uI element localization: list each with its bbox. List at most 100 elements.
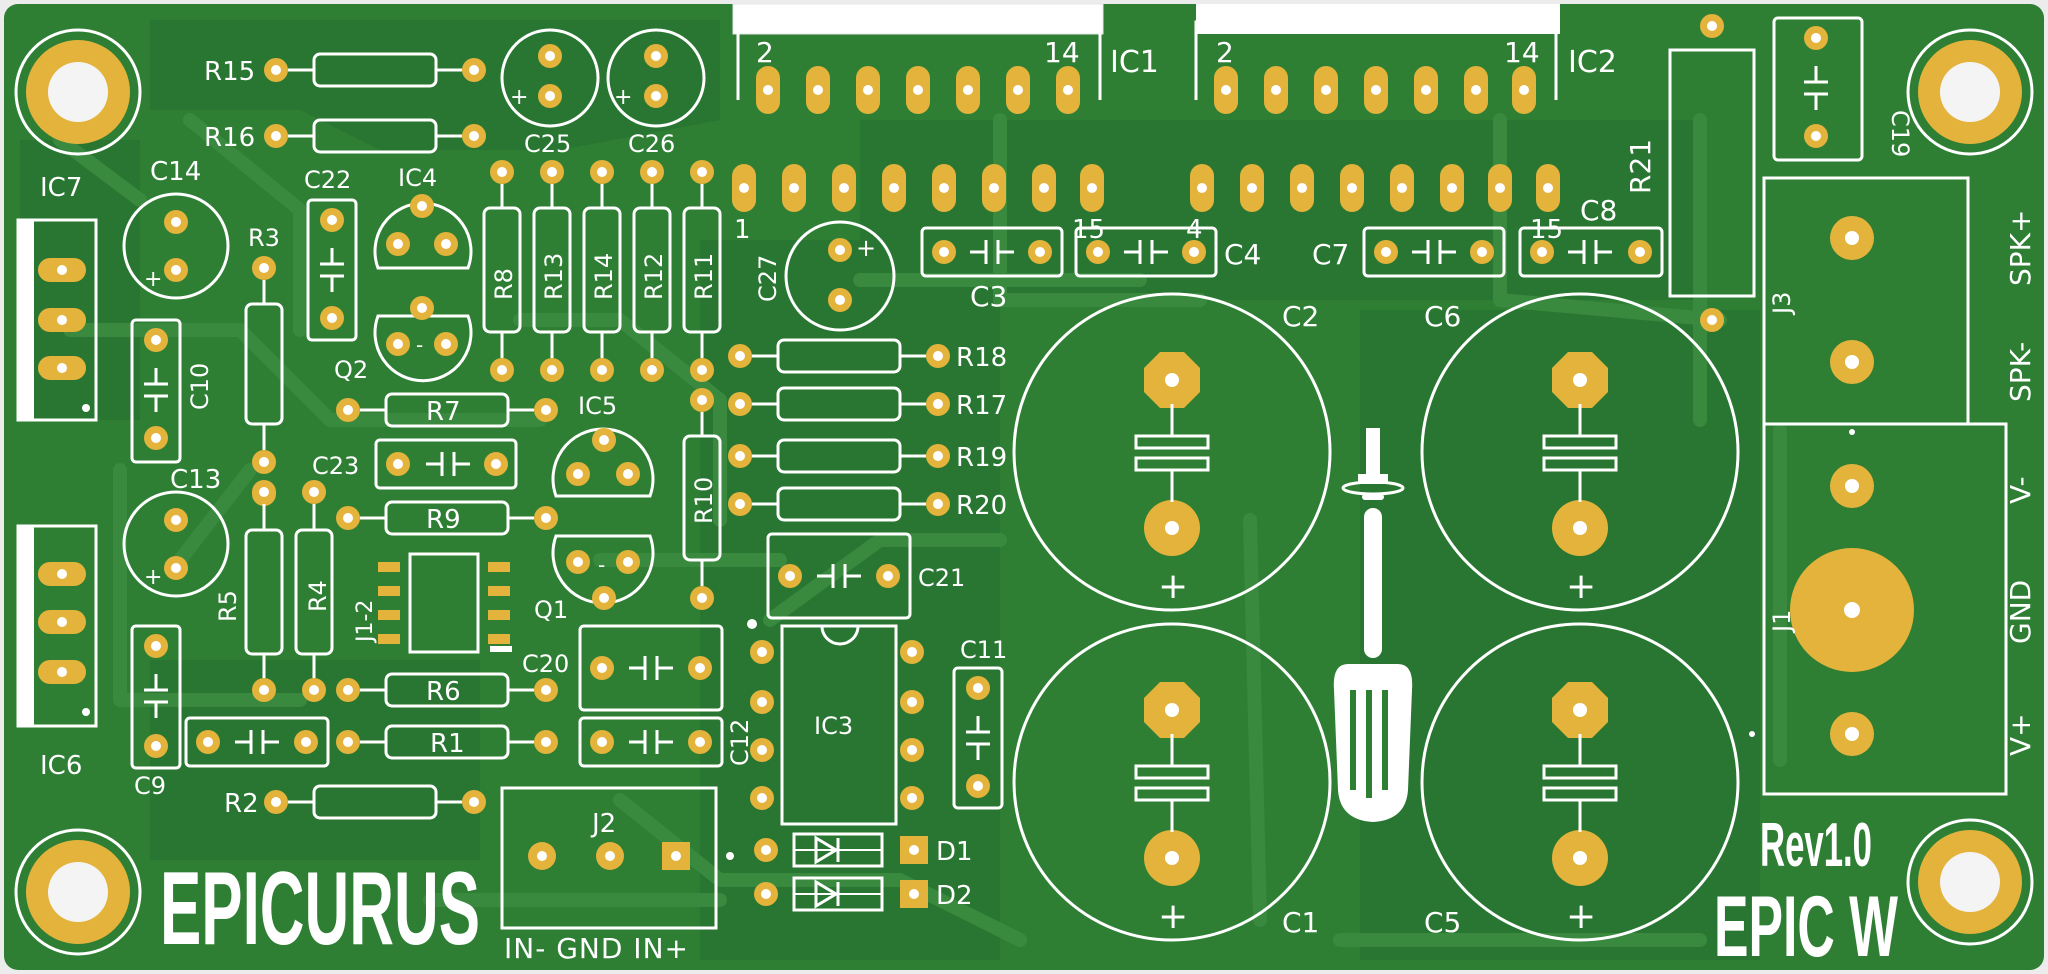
r7-label: R7: [426, 397, 461, 427]
r14-label: R14: [590, 253, 618, 300]
j1-2-label: J1-2: [353, 600, 378, 644]
capacitor-c21: C21: [766, 532, 965, 620]
ic1-heatsink-area: [733, 4, 1103, 34]
capacitor-c4: C4: [1074, 226, 1261, 278]
c13-label: C13: [170, 465, 221, 495]
r11-label: R11: [690, 253, 718, 300]
transistor-ic4: IC4: [373, 164, 473, 270]
connector-ic7: IC7: [16, 173, 98, 422]
c22-label: C22: [304, 166, 351, 194]
resistor-r20: R20: [728, 486, 1007, 522]
connector-j1: J1 V- GND V+: [1749, 422, 2037, 796]
j3-label: J3: [1768, 292, 1796, 316]
r8-label: R8: [490, 268, 518, 300]
r13-label: R13: [540, 253, 568, 300]
capacitor-c14: + C14: [122, 157, 230, 300]
ic1-label: IC1: [1110, 45, 1159, 80]
c25-plus: +: [510, 85, 528, 110]
capacitor-c22: C22: [304, 166, 358, 342]
ic1: 2 14 IC1 1 15: [732, 20, 1159, 245]
r21-label: R21: [1624, 139, 1657, 194]
c2-label: C2: [1282, 300, 1319, 333]
resistor-r8: R8: [482, 160, 522, 382]
capacitor-c6: + C6: [1420, 292, 1740, 612]
resistor-r19: R19: [728, 438, 1007, 474]
r10-label: R10: [690, 477, 718, 524]
capacitor-c3: C3: [920, 226, 1064, 313]
ic7-label: IC7: [40, 173, 82, 203]
resistor-r14: R14: [582, 160, 622, 382]
ic-j1-2: J1-2: [353, 552, 512, 654]
mounting-hole-top-right: [1906, 28, 2034, 156]
ic2-label: IC2: [1568, 45, 1617, 80]
capacitor-c11: C11: [952, 636, 1007, 810]
transistor-q1: - Q1: [534, 534, 655, 624]
c2-plus: +: [1158, 566, 1188, 607]
ic2-heatsink-area: [1196, 4, 1560, 34]
c9-label: C9: [134, 772, 166, 800]
r9-label: R9: [426, 505, 461, 535]
gnd-label: GND: [2004, 580, 2037, 644]
resistor-r16: R16: [204, 118, 486, 154]
ic-ic3: IC3: [747, 619, 924, 826]
spk-minus-label: SPK-: [2004, 342, 2037, 402]
ic4-label: IC4: [398, 164, 437, 192]
capacitor-c5: + C5: [1420, 622, 1740, 942]
capacitor-c1: + C1: [1012, 622, 1332, 942]
r4-label: R4: [304, 580, 332, 612]
capacitor-c9: C9: [130, 624, 182, 800]
resistor-r6: R6: [336, 672, 558, 708]
capacitor-c23: C23: [312, 438, 518, 490]
c21-label: C21: [918, 564, 965, 592]
ic1-pin-first: 2: [756, 36, 774, 69]
j2-label: J2: [590, 809, 616, 839]
resistor-r2: R2: [224, 784, 486, 820]
transistor-q2: - Q2: [334, 296, 473, 384]
c1-plus: +: [1158, 896, 1188, 937]
diode-d1: D1: [726, 832, 973, 868]
board-name: EPIC W: [1714, 879, 1898, 974]
c26-label: C26: [628, 130, 675, 158]
resistor-r10: R10: [682, 388, 722, 610]
ic2-pin-bottom-first: 4: [1186, 215, 1203, 245]
c6-label: C6: [1424, 300, 1461, 333]
resistor-r13: R13: [532, 160, 572, 382]
transistor-ic5: IC5: [551, 392, 655, 498]
board-revision: Rev1.0: [1760, 811, 1872, 880]
c26-plus: +: [614, 85, 632, 110]
capacitor-c12: C12: [578, 716, 754, 768]
resistor-r12: R12: [632, 160, 672, 382]
resistor-r1: R1: [336, 724, 558, 760]
c7-label: C7: [1312, 238, 1349, 271]
resistor-r18: R18: [728, 338, 1007, 374]
c11-label: C11: [960, 636, 1007, 664]
r17-label: R17: [956, 391, 1007, 421]
r3-label: R3: [248, 224, 280, 252]
resistor-r15: R15: [204, 52, 486, 88]
resistor-r4: R4: [294, 480, 334, 702]
connector-j3: J3 SPK+ SPK-: [1762, 176, 2037, 426]
capacitor-c7: C7: [1312, 226, 1506, 278]
q1-minus: -: [598, 553, 605, 577]
connector-j2: J2 IN- GND IN+: [500, 786, 718, 965]
j1-label: J1: [1768, 610, 1796, 634]
r19-label: R19: [956, 443, 1007, 473]
q2-label: Q2: [334, 356, 368, 384]
v-plus-label: V+: [2004, 713, 2037, 756]
resistor-r17: R17: [728, 386, 1007, 422]
mounting-hole-bottom-right: [1906, 818, 2034, 946]
r20-label: R20: [956, 491, 1007, 521]
c12-label: C12: [726, 719, 754, 766]
d1-label: D1: [936, 837, 973, 867]
c25-label: C25: [524, 130, 571, 158]
r16-label: R16: [204, 123, 255, 153]
r12-label: R12: [640, 253, 668, 300]
capacitor-c20: C20: [522, 624, 724, 712]
c3-label: C3: [970, 280, 1007, 313]
r18-label: R18: [956, 343, 1007, 373]
c6-plus: +: [1566, 566, 1596, 607]
c10-label: C10: [186, 363, 214, 410]
ic2-pin-bottom-last: 15: [1530, 215, 1563, 245]
capacitor-unlabeled: [184, 716, 330, 768]
